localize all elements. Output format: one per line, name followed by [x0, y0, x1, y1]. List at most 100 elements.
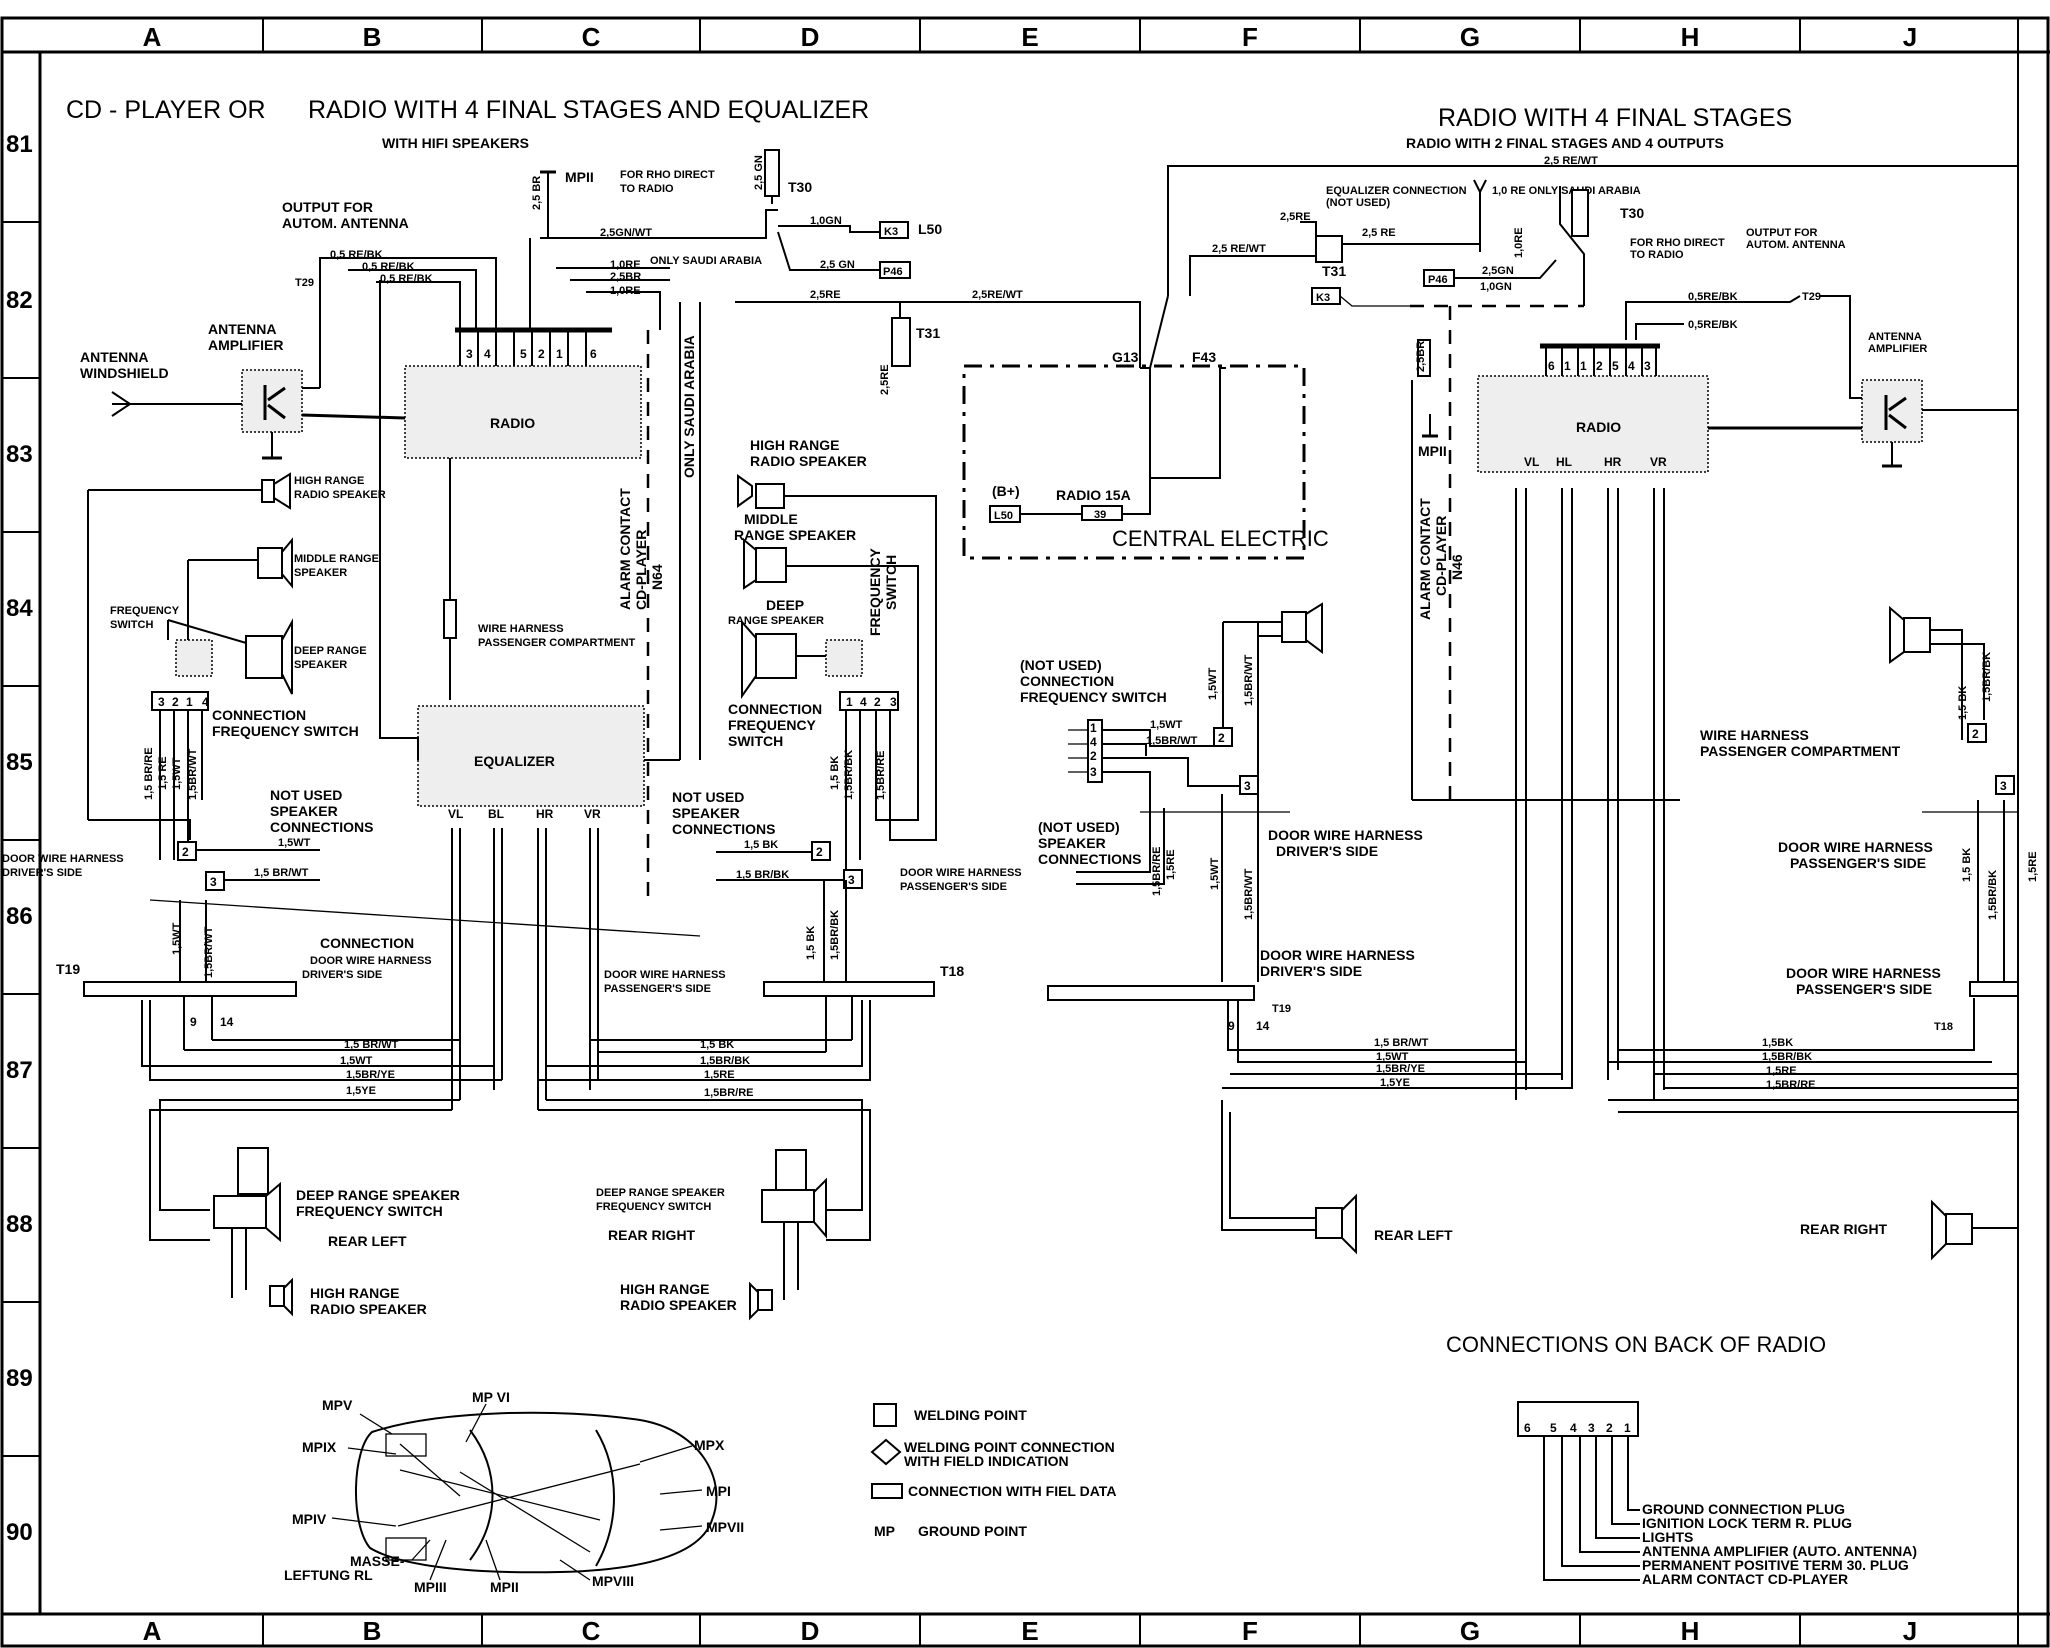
wire-label: 1,5WT — [171, 922, 183, 955]
svg-text:2: 2 — [1218, 731, 1225, 745]
t19-right-connector — [1047, 985, 1255, 1001]
d-not-used-label-2: SPEAKER — [672, 805, 740, 821]
col-label: C — [582, 1616, 601, 1646]
d-conn-freq-label-2: FREQUENCY — [728, 717, 817, 733]
wire-label: 1,5 BK — [1961, 848, 1973, 882]
equalizer-box — [417, 705, 645, 807]
central-door-driver: DOOR WIRE HARNESS — [1268, 827, 1423, 843]
t19-connector — [83, 981, 297, 997]
wire-label: 1,5RE — [1165, 849, 1177, 880]
legend-conn-field: CONNECTION WITH FIEL DATA — [908, 1483, 1116, 1499]
d-high-range-label-2: RADIO SPEAKER — [750, 453, 867, 469]
conn-door-driver-label-3: DRIVER'S SIDE — [302, 969, 382, 981]
wire-label: 1,5BR/WT — [1243, 868, 1255, 920]
conn-item: ALARM CONTACT CD-PLAYER — [1642, 1571, 1848, 1587]
middle-range-label-2: SPEAKER — [294, 567, 347, 579]
right-subtitle: RADIO WITH 2 FINAL STAGES AND 4 OUTPUTS — [1406, 135, 1724, 151]
legend: WELDING POINT WELDING POINT CONNECTION W… — [870, 1403, 1116, 1539]
central-electric-section: G13 F43 (B+) RADIO 15A L50 39 CENTRAL EL… — [962, 295, 1423, 1033]
col-label: B — [363, 1616, 382, 1646]
svg-text:2: 2 — [182, 845, 189, 859]
car-label: MPVIII — [592, 1573, 634, 1589]
wire-label: 1,5 BR/WT — [254, 867, 309, 879]
svg-text:2: 2 — [1090, 749, 1097, 763]
eq-pin-bl: BL — [488, 807, 504, 821]
wire-label: 1,5WT — [1376, 1051, 1409, 1063]
speaker-icon — [749, 1281, 759, 1321]
wire-label: 1,5YE — [346, 1085, 376, 1097]
only-saudi-label: ONLY SAUDI ARABIA — [681, 335, 697, 478]
wire-label: 1,5BR/BK — [829, 910, 841, 960]
d-freq-label-2: SWITCH — [883, 555, 899, 610]
door-driver-label: DOOR WIRE HARNESS — [2, 853, 124, 865]
rear-right-high: HIGH RANGE — [620, 1281, 709, 1297]
frame: A B C D E F G H J A B C D E F G H J 81 8… — [0, 16, 2050, 1648]
speaker-icon — [1931, 1199, 1947, 1261]
wire-label: 1,5 BK — [829, 756, 841, 790]
wire-label: 2,5GN — [1482, 265, 1514, 277]
row-label: 82 — [6, 287, 33, 314]
rear-left-switch — [213, 1195, 267, 1229]
conn-pin: 5 — [1550, 1421, 1557, 1435]
conn-item: ANTENNA AMPLIFIER (AUTO. ANTENNA) — [1642, 1543, 1917, 1559]
wire-label: 2,5GN/WT — [600, 227, 652, 239]
eq-conn-label-2: (NOT USED) — [1326, 197, 1391, 209]
conn-item: GROUND CONNECTION PLUG — [1642, 1501, 1845, 1517]
wire-label: 1,0RE — [610, 285, 641, 297]
welding-connection-icon — [870, 1438, 902, 1466]
conn-pin: 2 — [1606, 1421, 1613, 1435]
right-t18: T18 — [1934, 1021, 1953, 1033]
radio-label: RADIO — [490, 415, 535, 431]
conn-pin: 4 — [1570, 1421, 1577, 1435]
wire-label: 1,5 BR/BK — [736, 869, 789, 881]
svg-text:4: 4 — [1090, 735, 1097, 749]
equalizer-label: EQUALIZER — [474, 753, 555, 769]
svg-text:4: 4 — [202, 695, 209, 709]
wire-harness-label: WIRE HARNESS — [478, 623, 564, 635]
col-label: F — [1242, 22, 1258, 52]
right-pin-hr: HR — [1604, 455, 1622, 469]
car-label: MPV — [322, 1397, 353, 1413]
antenna-icon — [111, 391, 134, 417]
right-pin-hl: HL — [1556, 455, 1572, 469]
row-label: 88 — [6, 1211, 33, 1238]
svg-text:14: 14 — [1256, 1019, 1270, 1033]
svg-text:3: 3 — [1090, 765, 1097, 779]
rear-left: REAR LEFT — [328, 1233, 407, 1249]
conn-pin: 3 — [1588, 1421, 1595, 1435]
legend-welding-conn-2: WITH FIELD INDICATION — [904, 1453, 1069, 1469]
svg-text:3: 3 — [890, 695, 897, 709]
connections-title: CONNECTIONS ON BACK OF RADIO — [1446, 1332, 1826, 1357]
rear-right-label: DEEP RANGE SPEAKER — [596, 1187, 725, 1199]
wire-label: 2,5 GN — [820, 259, 855, 271]
eq-pin-hr: HR — [536, 807, 554, 821]
row-label: 89 — [6, 1365, 33, 1392]
d-conn-freq-label-3: SWITCH — [728, 733, 783, 749]
col-label: E — [1021, 22, 1038, 52]
d-middle-range-label-2: RANGE SPEAKER — [734, 527, 856, 543]
d-not-used-label-3: CONNECTIONS — [672, 821, 775, 837]
right-door-pass-2: PASSENGER'S SIDE — [1790, 855, 1926, 871]
right-out-ant-2: AUTOM. ANTENNA — [1746, 239, 1846, 251]
row-label: 83 — [6, 441, 33, 468]
svg-text:4: 4 — [860, 695, 867, 709]
central-electric-box — [962, 364, 1306, 560]
svg-text:2: 2 — [538, 347, 545, 361]
svg-text:4: 4 — [1628, 359, 1635, 373]
svg-text:2: 2 — [1972, 727, 1979, 741]
svg-text:1: 1 — [1564, 359, 1571, 373]
wire-label: 1,5 BK — [1957, 686, 1969, 720]
eq-conn-label: EQUALIZER CONNECTION — [1326, 185, 1467, 197]
car-diagram: MPV MP VI MPX MPIX MPI MPIV MPVII MASSE-… — [284, 1389, 744, 1595]
right-alarm-3: N46 — [1449, 554, 1465, 580]
d-deep-range-label: DEEP — [766, 597, 804, 613]
col-label: G — [1460, 22, 1480, 52]
wire-label: 1,5 BK — [700, 1039, 734, 1051]
rear-left-high-2: RADIO SPEAKER — [310, 1301, 427, 1317]
speaker-icon — [283, 1277, 293, 1317]
d-freq-switch-box — [825, 639, 863, 677]
col-label: E — [1021, 1616, 1038, 1646]
right-rear-left: REAR LEFT — [1374, 1227, 1453, 1243]
conn-pin: 6 — [1524, 1421, 1531, 1435]
